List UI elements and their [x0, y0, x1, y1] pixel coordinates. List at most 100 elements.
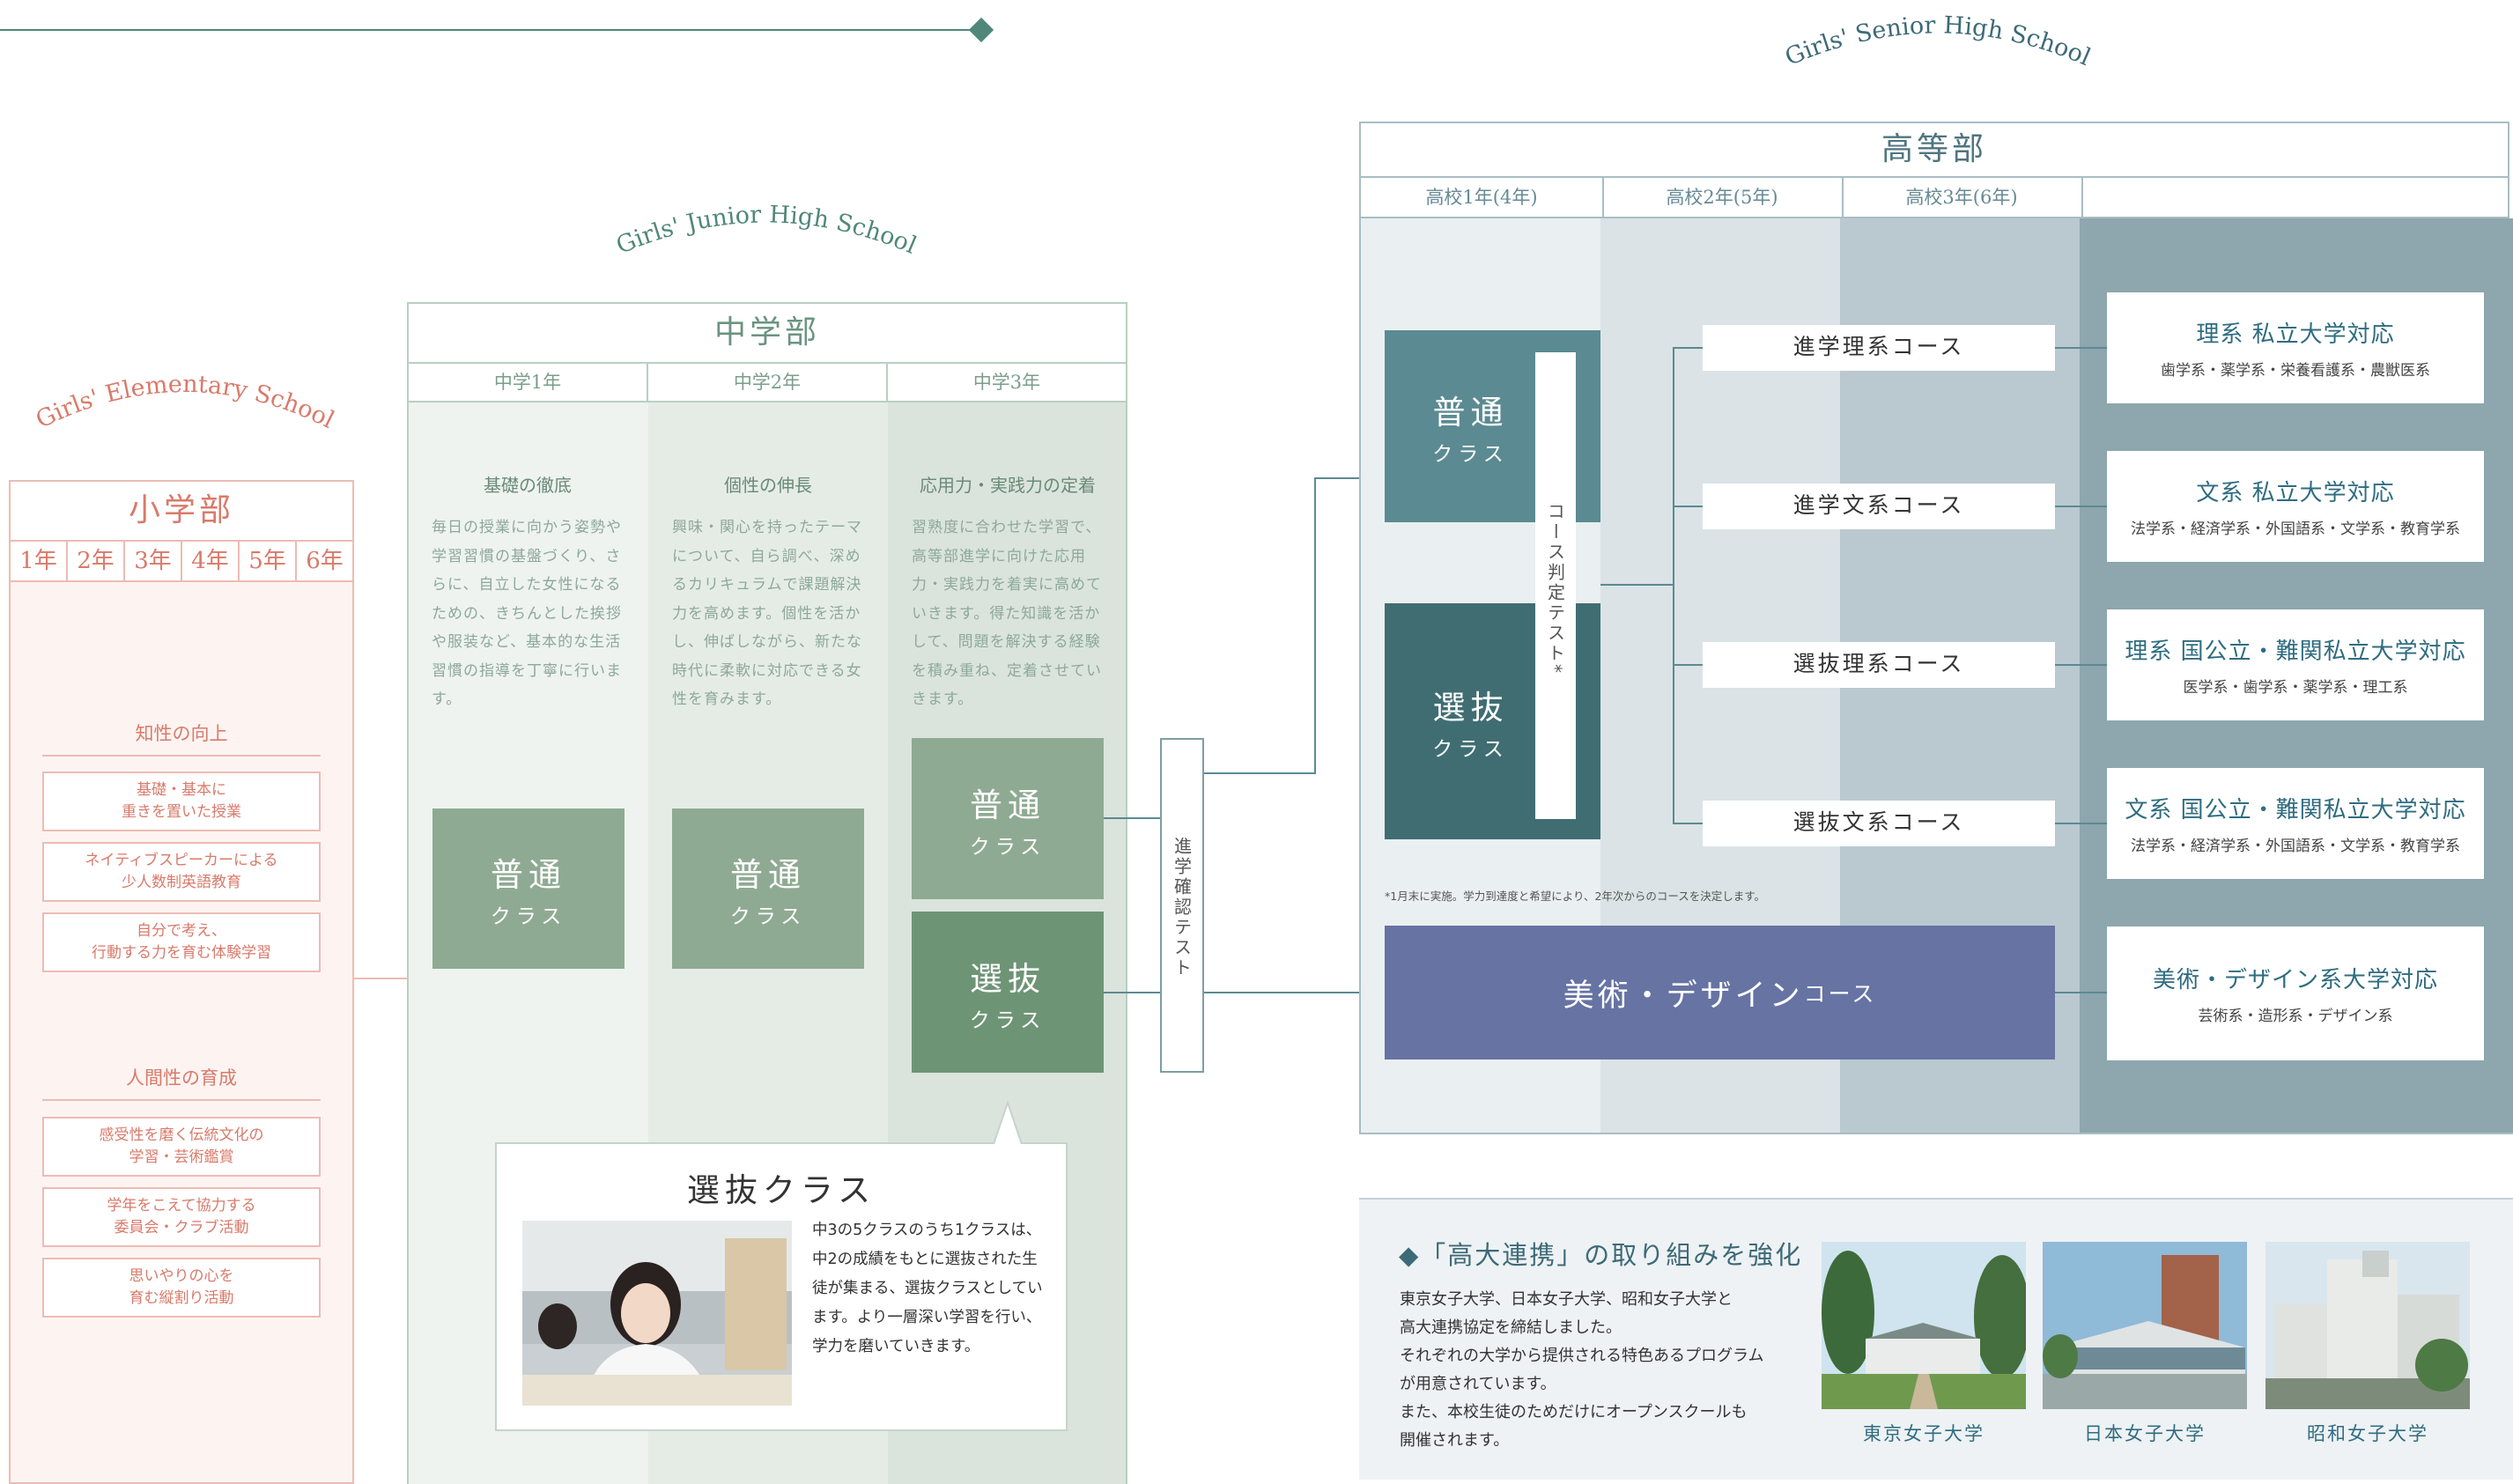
class-sublabel: クラス: [969, 1008, 1046, 1032]
junior-column-text: 習熟度に合わせた学習で、高等部進学に向けた応用力・実践力を着実に高めていきます。…: [912, 519, 1102, 708]
junior-regular-class-box: 普通 クラス: [432, 808, 625, 969]
connector-line: [2055, 506, 2107, 507]
connector-line: [1104, 817, 1160, 819]
elementary-grade: 5年: [240, 542, 297, 580]
course-box: 選抜理系コース: [1703, 642, 2055, 688]
elementary-feature-box: 学年をこえて協力する 委員会・クラブ活動: [42, 1187, 321, 1247]
callout-student-photo: [522, 1221, 792, 1406]
destination-title: 文系 国公立・難関私立大学対応: [2125, 797, 2466, 823]
destination-title: 理系 国公立・難関私立大学対応: [2125, 639, 2466, 665]
svg-text:Girls' Junior High School: Girls' Junior High School: [612, 201, 920, 260]
destination-box: 理系 私立大学対応 歯学系・薬学系・栄養看護系・農獣医系: [2107, 292, 2484, 403]
art-course-label: 美術・デザイン: [1563, 978, 1804, 1014]
connector-line: [1204, 772, 1315, 774]
course-test-box: コース判定テスト*: [1535, 352, 1576, 819]
elementary-grade: 2年: [68, 542, 125, 580]
connector-line: [354, 978, 407, 979]
course-test-label: コース判定テスト*: [1543, 502, 1569, 819]
destination-fields: 法学系・経済学系・外国語系・文学系・教育学系: [2131, 838, 2460, 855]
collaboration-line: 高大連携協定を締結しました。: [1400, 1318, 1622, 1337]
class-sublabel: クラス: [729, 905, 807, 928]
elementary-section-title: 知性の向上: [42, 720, 321, 757]
collaboration-title: ◆「高大連携」の取り組みを強化: [1399, 1240, 1803, 1270]
collaboration-line: が用意されています。: [1400, 1375, 1556, 1393]
art-course-suffix: コース: [1803, 981, 1877, 1007]
destination-fields: 歯学系・薬学系・栄養看護系・農獣医系: [2161, 362, 2430, 380]
callout-pointer: [993, 1101, 1023, 1145]
svg-text:Girls' Senior High School: Girls' Senior High School: [1781, 11, 2095, 71]
connector-line: [2055, 347, 2107, 349]
collaboration-line: 東京女子大学、日本女子大学、昭和女子大学と: [1400, 1290, 1733, 1309]
elementary-grade: 6年: [306, 548, 344, 574]
senior-grade: 高校1年(4年): [1361, 178, 1604, 217]
junior-column-text: 毎日の授業に向かう姿勢や学習習慣の基盤づくり、さらに、自立した女性になるための、…: [432, 519, 622, 708]
destination-fields: 芸術系・造形系・デザイン系: [2198, 1008, 2393, 1025]
collaboration-text: 東京女子大学、日本女子大学、昭和女子大学と 高大連携協定を締結しました。 それぞ…: [1400, 1286, 1805, 1455]
junior-column-subtitle: 基礎の徹底: [484, 475, 572, 496]
class-label: 普通: [1432, 394, 1509, 432]
class-label: 選抜: [1432, 689, 1509, 727]
art-design-course-box: 美術・デザイン コース: [1385, 926, 2055, 1059]
course-box: 進学文系コース: [1703, 484, 2055, 529]
elementary-feature-box: 感受性を磨く伝統文化の 学習・芸術鑑賞: [42, 1117, 321, 1177]
university-caption: 昭和女子大学: [2307, 1423, 2428, 1444]
university-collaboration-panel: ◆「高大連携」の取り組みを強化 東京女子大学、日本女子大学、昭和女子大学と 高大…: [1359, 1198, 2513, 1480]
showa-womens-university-photo: [2265, 1242, 2470, 1409]
elementary-feature-box: 思いやりの心を 育む縦割り活動: [42, 1258, 321, 1318]
elementary-panel: [9, 480, 354, 1484]
connector-line: [1204, 992, 1386, 993]
svg-text:Girls' Elementary School: Girls' Elementary School: [32, 371, 338, 434]
class-label: 普通: [730, 856, 806, 894]
senior-title: 高等部: [1359, 122, 2509, 178]
connector-line: [2055, 664, 2107, 666]
university-caption: 日本女子大学: [2084, 1423, 2206, 1444]
connector-line: [1673, 823, 1703, 824]
connector-line: [1673, 347, 1703, 349]
elementary-feature-box: ネイティブスピーカーによる 少人数制英語教育: [42, 842, 321, 902]
junior-column-subtitle: 個性の伸長: [724, 475, 812, 496]
class-sublabel: クラス: [490, 905, 567, 928]
senior-grade: 高校3年(6年): [1842, 178, 2083, 217]
course-box: 進学理系コース: [1703, 325, 2055, 371]
promotion-test-label: 進学確認テスト: [1171, 837, 1193, 978]
course-box: 選抜文系コース: [1703, 801, 2055, 846]
class-sublabel: クラス: [1432, 738, 1509, 761]
destination-box: 理系 国公立・難関私立大学対応 医学系・歯学系・薬学系・理工系: [2107, 609, 2484, 720]
class-sublabel: クラス: [1432, 443, 1509, 466]
connector-line: [2055, 992, 2107, 993]
senior-grades: 高校1年(4年) 高校2年(5年) 高校3年(6年): [1359, 176, 2509, 218]
junior-grade: 中学3年: [972, 372, 1041, 393]
elementary-section-title: 人間性の育成: [42, 1064, 321, 1101]
connector-line: [1314, 477, 1385, 479]
destination-box: 美術・デザイン系大学対応 芸術系・造形系・デザイン系: [2107, 927, 2484, 1060]
connector-line: [2055, 823, 2107, 824]
callout-title: 選抜クラス: [686, 1171, 876, 1209]
course-test-footnote: *1月末に実施。学力到達度と希望により、2年次からのコースを決定します。: [1385, 890, 1766, 903]
course-test-text: コース判定テスト: [1544, 502, 1566, 664]
junior-title: 中学部: [407, 302, 1127, 364]
junior-grades: 中学1年 中学2年 中学3年: [407, 362, 1127, 402]
elementary-feature-box: 自分で考え、 行動する力を育む体験学習: [42, 912, 321, 972]
top-line: [0, 29, 978, 31]
elementary-feature-box: 基礎・基本に 重きを置いた授業: [42, 772, 321, 831]
class-label: 普通: [491, 856, 566, 894]
junior-school-label: Girls' Junior High School: [612, 201, 920, 260]
junior-column-subtitle: 応用力・実践力の定着: [920, 475, 1096, 496]
collaboration-line: また、本校生徒のためだけにオープンスクールも: [1400, 1403, 1748, 1421]
junior-grade: 中学1年: [409, 364, 648, 401]
class-label: 普通: [970, 786, 1046, 824]
elementary-title: 小学部: [9, 480, 354, 542]
destination-fields: 法学系・経済学系・外国語系・文学系・教育学系: [2131, 521, 2460, 538]
connector-line: [1600, 584, 1674, 586]
select-class-callout: 選抜クラス 中3の5クラスのうち1クラスは、中2の成績をもとに選抜された生徒が集…: [495, 1142, 1068, 1431]
junior-regular-class-box: 普通 クラス: [912, 738, 1104, 899]
connector-line: [1314, 477, 1316, 774]
elementary-grade: 1年: [11, 542, 68, 580]
junior-column-text: 興味・関心を持ったテーマについて、自ら調べ、深めるカリキュラムで課題解決力を高め…: [672, 519, 862, 708]
destination-title: 美術・デザイン系大学対応: [2152, 967, 2438, 993]
senior-grade: 高校2年(5年): [1602, 178, 1844, 217]
junior-select-class-box: 選抜 クラス: [912, 912, 1104, 1073]
university-caption: 東京女子大学: [1863, 1423, 1985, 1444]
junior-regular-class-box: 普通 クラス: [672, 808, 864, 969]
destination-title: 理系 私立大学対応: [2196, 321, 2395, 348]
